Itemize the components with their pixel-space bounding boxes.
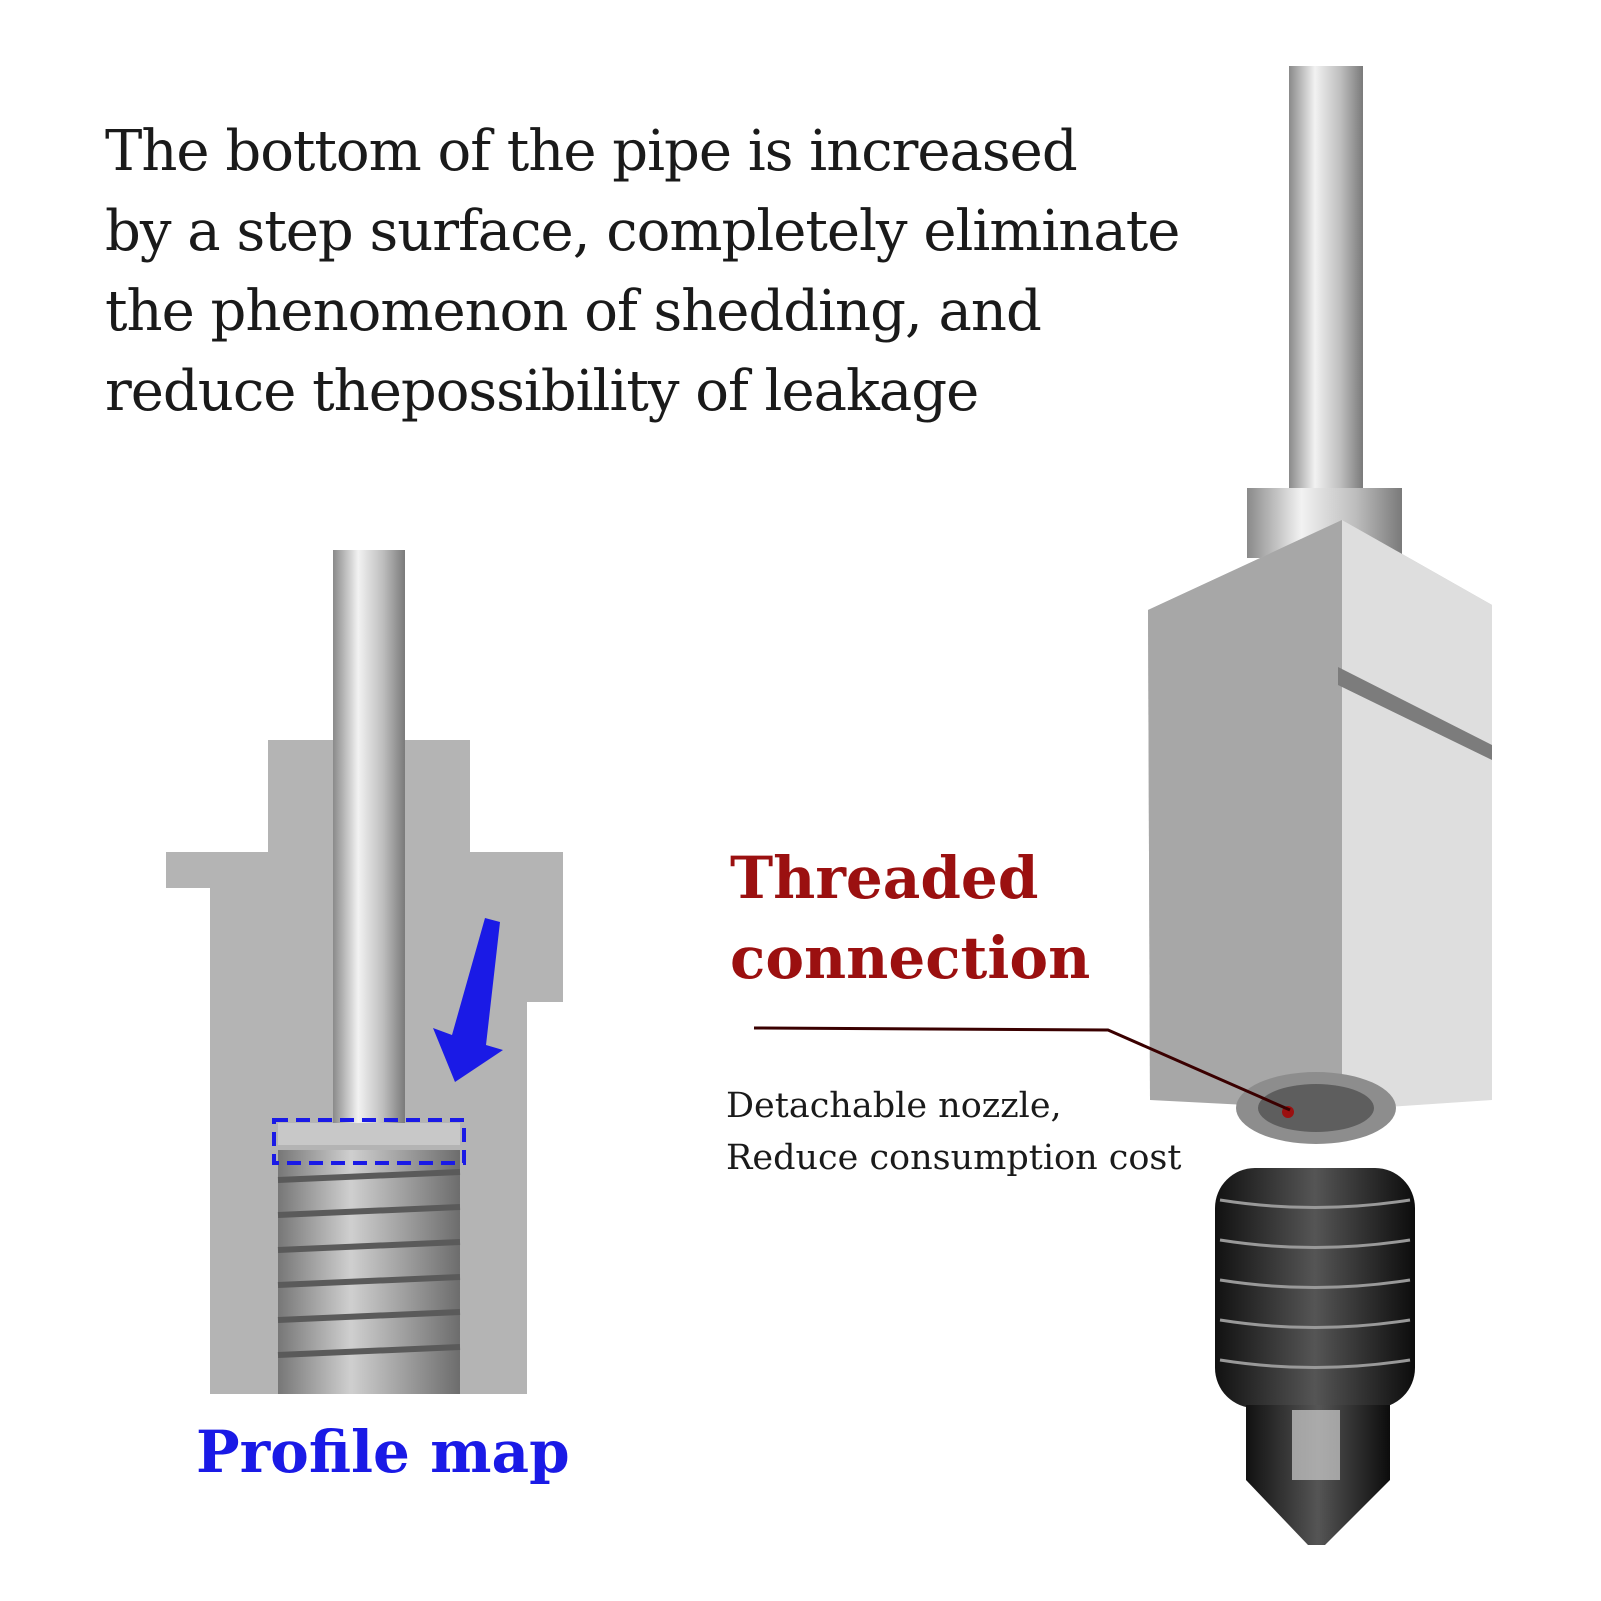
highlight-box — [272, 1118, 466, 1165]
heater-block-render — [1148, 66, 1492, 1144]
headline-line: by a step surface, completely eliminate — [105, 199, 1180, 264]
callout-note-line: Reduce consumption cost — [726, 1138, 1182, 1178]
callout-title: Threaded connection — [730, 838, 1090, 998]
pipe-rod — [333, 550, 405, 1140]
callout-leader-line — [753, 1026, 1291, 1112]
nozzle-render — [1215, 1168, 1415, 1545]
headline-line: reduce thepossibility of leakage — [105, 359, 979, 424]
thread-section — [277, 1150, 461, 1394]
profile-cross-section — [166, 550, 563, 1394]
profile-label: Profile map — [196, 1418, 570, 1486]
callout-title-line: Threaded — [730, 844, 1039, 912]
callout-title-line: connection — [730, 924, 1091, 992]
arrow-icon — [433, 918, 503, 1082]
headline: The bottom of the pipe is increased by a… — [105, 112, 1180, 432]
headline-line: the phenomenon of shedding, and — [105, 279, 1042, 344]
headline-line: The bottom of the pipe is increased — [105, 119, 1078, 184]
callout-note: Detachable nozzle, Reduce consumption co… — [726, 1080, 1181, 1184]
callout-note-line: Detachable nozzle, — [726, 1086, 1062, 1126]
step-surface — [278, 1123, 460, 1145]
